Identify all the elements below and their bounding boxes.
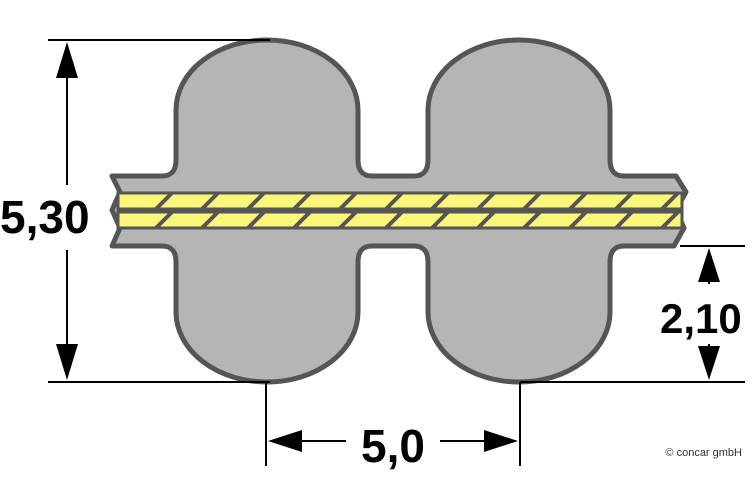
arrow-right-icon xyxy=(484,430,518,452)
cord-segment-divider xyxy=(430,191,450,211)
cord-segment-divider xyxy=(200,191,220,211)
cord-segment-divider xyxy=(154,191,174,211)
cord-segment-divider xyxy=(292,191,312,211)
arrow-up-icon xyxy=(56,42,78,78)
copyright-text: © concar gmbH xyxy=(665,447,742,459)
pitch-label: 5,0 xyxy=(361,420,425,472)
cord-segment-divider xyxy=(568,210,588,230)
cord-segment-divider xyxy=(292,210,312,230)
cord-segment-divider xyxy=(660,191,680,211)
cord-segment-divider xyxy=(614,210,634,230)
cord-segment-divider xyxy=(384,191,404,211)
tension-cords xyxy=(116,191,684,230)
cord-segment-divider xyxy=(522,191,542,211)
tooth-height-label: 2,10 xyxy=(660,295,742,342)
total-height-label: 5,30 xyxy=(0,191,90,243)
cord-segment-divider xyxy=(200,210,220,230)
cord-segment-divider xyxy=(384,210,404,230)
cord-segment-divider xyxy=(476,191,496,211)
cord-segment-divider xyxy=(660,210,680,230)
arrow-down-icon xyxy=(698,346,720,380)
dimension-lines xyxy=(48,39,745,466)
cord-segment-divider xyxy=(338,191,358,211)
arrowheads xyxy=(56,42,720,452)
arrow-up-icon xyxy=(698,248,720,282)
cord-segment-divider xyxy=(614,191,634,211)
cord-segment-divider xyxy=(338,210,358,230)
cord-segment-divider xyxy=(246,191,266,211)
cord-segment-divider xyxy=(568,191,588,211)
arrow-down-icon xyxy=(56,344,78,380)
cord-segment-divider xyxy=(430,210,450,230)
cord-segment-divider xyxy=(246,210,266,230)
cord-segment-divider xyxy=(476,210,496,230)
cord-segment-divider xyxy=(522,210,542,230)
arrow-left-icon xyxy=(268,430,302,452)
cord-segment-divider xyxy=(154,210,174,230)
